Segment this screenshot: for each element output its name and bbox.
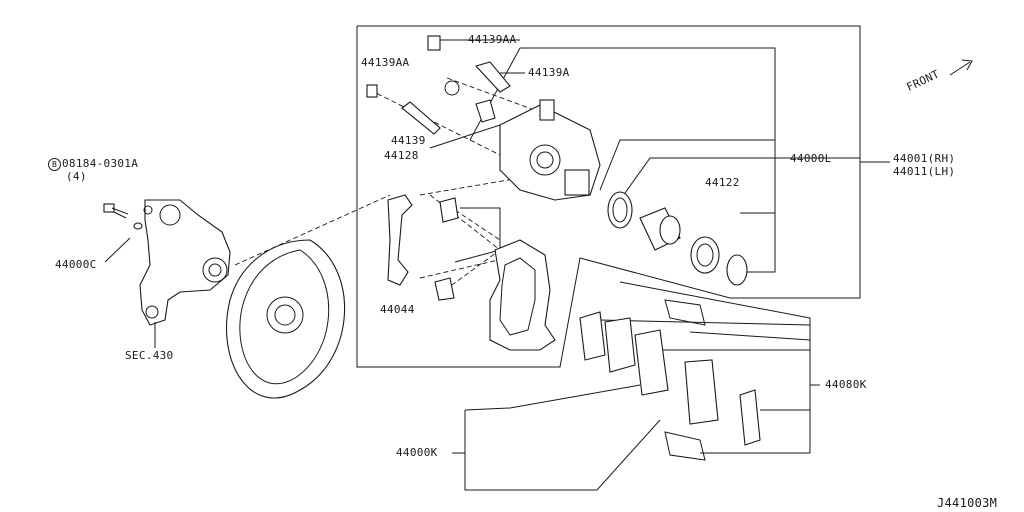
leader-44000K <box>452 384 661 491</box>
label-sec430: SEC.430 <box>125 349 174 362</box>
brake-pads <box>579 299 761 461</box>
label-44122: 44122 <box>705 176 740 189</box>
label-44000C: 44000C <box>55 258 97 271</box>
anti-rattle-clip <box>387 194 413 286</box>
label-diagram-code: J441003M <box>937 496 998 510</box>
label-bolt-qty: (4) <box>66 170 87 183</box>
backing-plate <box>225 239 346 399</box>
leader-44080K <box>599 281 820 454</box>
assembly-frame <box>356 25 861 368</box>
label-44011-lh: 44011(LH) <box>893 165 956 178</box>
pins <box>366 35 511 301</box>
label-44139AA-left: 44139AA <box>361 56 410 69</box>
bolt-ref-text: 08184-0301A <box>62 157 139 170</box>
label-44080K: 44080K <box>825 378 867 391</box>
bolt-part <box>103 203 143 230</box>
leader-44000L <box>520 47 860 273</box>
bolt-ref-badge: B <box>48 158 61 171</box>
label-44001-rh: 44001(RH) <box>893 152 956 165</box>
label-44139: 44139 <box>391 134 426 147</box>
label-44000L: 44000L <box>790 152 832 165</box>
label-44000K: 44000K <box>396 446 438 459</box>
knuckle-part <box>139 199 231 326</box>
caliper-bracket <box>489 239 556 351</box>
caliper-body <box>499 99 601 201</box>
label-44139AA-top: 44139AA <box>468 33 517 46</box>
piston-parts <box>607 191 748 286</box>
label-44044: 44044 <box>380 303 415 316</box>
label-44128: 44128 <box>384 149 419 162</box>
front-arrow <box>949 59 973 76</box>
label-44139A: 44139A <box>528 66 570 79</box>
